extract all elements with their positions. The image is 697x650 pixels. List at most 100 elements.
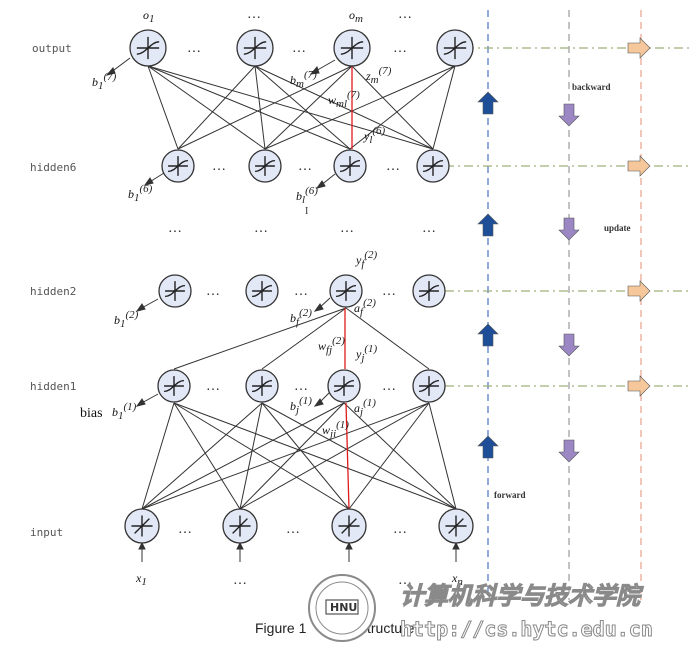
- watermark-url: http://cs.hytc.edu.cn: [400, 617, 653, 641]
- label-x1: x1: [135, 571, 147, 588]
- right-arrow-icon: [627, 280, 651, 302]
- backward-arrow-icon: [558, 439, 580, 463]
- ellipsis: …: [422, 221, 436, 236]
- right-arrow-icon: [627, 37, 651, 59]
- label-yj-1: yj(1): [355, 343, 378, 364]
- edges-hidden1-hidden2: [173, 307, 430, 370]
- layer-label-hidden2: hidden2: [30, 285, 76, 298]
- label-yf-2: yf(2): [355, 249, 378, 270]
- ellipsis: …: [398, 7, 412, 22]
- forward-arrow-icon: [477, 435, 499, 459]
- ellipsis: …: [206, 379, 220, 394]
- label-update: update: [604, 223, 631, 233]
- label-af-2: af(2): [354, 297, 376, 318]
- ellipsis: …: [294, 284, 308, 299]
- layer-label-output: output: [32, 42, 72, 55]
- label-b1-6: b1(6): [128, 183, 153, 204]
- right-arrow-icon: [627, 155, 651, 177]
- label-om: om: [349, 8, 363, 25]
- highlight-edge-wji: [345, 402, 350, 510]
- hidden1-neuron: [245, 369, 279, 403]
- ellipsis: …: [386, 159, 400, 174]
- ellipsis: …: [340, 221, 354, 236]
- ellipsis: …: [393, 41, 407, 56]
- ellipsis: …: [206, 284, 220, 299]
- ellipsis: …: [286, 522, 300, 537]
- watermark-seal-text: HNU: [330, 601, 357, 614]
- label-b1-2: b1(2): [114, 309, 139, 330]
- hidden2-neuron: [412, 274, 446, 308]
- label-zm-7: zm(7): [365, 65, 392, 86]
- output-neuron: [436, 29, 474, 67]
- output-arrows: [627, 37, 651, 397]
- output-neuron: [129, 29, 167, 67]
- ellipsis: …: [382, 379, 396, 394]
- backward-arrow-icon: [558, 217, 580, 241]
- forward-arrow-icon: [477, 323, 499, 347]
- ellipses: … … … … … … … … … … … … … … … … … … … … …: [168, 7, 436, 588]
- edges-hidden6-output: [147, 65, 456, 150]
- output-neuron: [236, 29, 274, 67]
- label-wml-7: wml(7): [328, 89, 360, 110]
- backward-arrow-icon: [558, 103, 580, 127]
- watermark-seal: HNU: [308, 574, 376, 642]
- label-bm-7: bm(7): [290, 69, 317, 90]
- input-neuron: [331, 508, 367, 544]
- math-labels: b1(7) bm(7) zm(7)wml(7)yl(6) b1(6) bl(6) yf(2…: [92, 65, 392, 440]
- hidden2-neuron: [245, 274, 279, 308]
- ellipsis: …: [187, 41, 201, 56]
- forward-arrow-icon: [477, 91, 499, 115]
- label-b1-6b: bl(6): [296, 185, 318, 206]
- label-yl-6: yl(6): [363, 125, 386, 146]
- input-neuron: [124, 508, 160, 544]
- forward-arrow-icon: [477, 213, 499, 237]
- layer-label-input: input: [30, 526, 63, 539]
- watermark-title: 计算机科学与技术学院: [400, 582, 644, 610]
- hidden2-neuron: [158, 274, 192, 308]
- ellipsis: …: [398, 573, 412, 588]
- caption-right: structure: [360, 620, 415, 636]
- ellipsis: …: [292, 41, 306, 56]
- label-backward: backward: [572, 82, 611, 92]
- bias-arrows: [105, 57, 460, 562]
- backward-arrows: [558, 103, 580, 463]
- hidden1-neuron: [412, 369, 446, 403]
- input-neuron: [222, 508, 258, 544]
- right-arrow-icon: [627, 375, 651, 397]
- label-o1: o1: [143, 8, 155, 25]
- label-aj-1: aj(1): [354, 397, 376, 418]
- layer-label-hidden6: hidden6: [30, 161, 76, 174]
- label-b1-1: b1(1): [112, 401, 137, 422]
- output-neuron: [333, 29, 371, 67]
- edges-input-hidden1: [141, 402, 457, 510]
- label-wfj-2: wfj(2): [318, 335, 345, 356]
- label-wji-1: wji(1): [322, 419, 349, 440]
- forward-arrows: [477, 91, 499, 459]
- ellipsis: …: [247, 7, 261, 22]
- hidden1-neuron: [327, 369, 361, 403]
- label-bias: bias: [80, 406, 103, 421]
- hidden1-neuron: [157, 369, 191, 403]
- ellipsis: …: [393, 522, 407, 537]
- ellipsis: …: [298, 159, 312, 174]
- label-xn: xn: [451, 571, 463, 588]
- hidden6-neuron: [161, 149, 195, 183]
- layer-label-hidden1: hidden1: [30, 380, 76, 393]
- ellipsis: …: [212, 159, 226, 174]
- hidden2-neuron: [329, 274, 363, 308]
- label-bj-1: bj(1): [290, 395, 312, 416]
- label-tick: I: [305, 206, 308, 217]
- hidden6-neuron: [333, 149, 367, 183]
- label-b1-7: b1(7): [92, 71, 117, 92]
- hidden6-neuron: [248, 149, 282, 183]
- caption-left: Figure 1: [255, 620, 307, 636]
- nodes: [124, 29, 474, 544]
- hidden6-neuron: [416, 149, 450, 183]
- backward-arrow-icon: [558, 333, 580, 357]
- ellipsis: …: [168, 221, 182, 236]
- ellipsis: …: [254, 221, 268, 236]
- ellipsis: …: [382, 284, 396, 299]
- label-bf-2: bf(2): [290, 307, 312, 328]
- input-neuron: [438, 508, 474, 544]
